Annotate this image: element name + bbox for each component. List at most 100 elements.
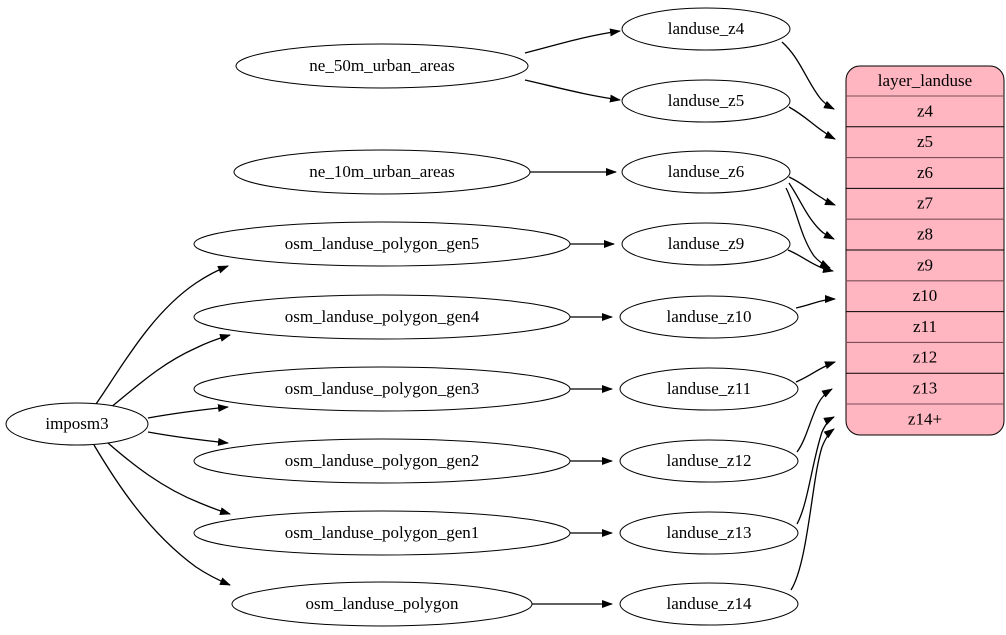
- layer-table-cell-z9: z9: [917, 255, 933, 274]
- edge-ne50-lz4: [524, 28, 621, 54]
- layer-table-row-z6[interactable]: z6: [846, 157, 1004, 182]
- layer-table-row-z10[interactable]: z10: [846, 280, 1004, 305]
- layer-table-cell-z6: z6: [917, 163, 933, 182]
- layer-table-row-z14+[interactable]: z14+: [846, 403, 1004, 428]
- node-label-lz5: landuse_z5: [668, 91, 744, 110]
- node-lz9[interactable]: landuse_z9: [621, 222, 791, 266]
- node-ne50[interactable]: ne_50m_urban_areas: [235, 43, 529, 89]
- node-label-gen2: osm_landuse_polygon_gen2: [285, 451, 480, 470]
- edge-lz4-table: [781, 41, 835, 110]
- node-label-lz14: landuse_z14: [667, 594, 752, 613]
- node-shape-lz6[interactable]: [621, 150, 791, 194]
- node-shape-imposm3[interactable]: [5, 402, 149, 446]
- layer-table-row-z11[interactable]: z11: [846, 311, 1004, 336]
- layer-table-cell-z4: z4: [917, 101, 934, 120]
- node-gen3[interactable]: osm_landuse_polygon_gen3: [193, 366, 571, 412]
- node-shape-lz14[interactable]: [619, 582, 799, 626]
- node-label-gen3: osm_landuse_polygon_gen3: [285, 379, 480, 398]
- layer-table-cell-z11: z11: [913, 317, 937, 336]
- node-label-ne50: ne_50m_urban_areas: [309, 56, 454, 75]
- layer-table-cell-z14+: z14+: [908, 409, 942, 428]
- node-shape-gen5[interactable]: [193, 221, 571, 267]
- node-shape-gen4[interactable]: [193, 294, 571, 340]
- edge-imposm3-gen1: [107, 442, 231, 515]
- edge-lz13-table: [796, 416, 835, 525]
- edge-lz6-table8: [785, 187, 831, 269]
- node-lz14[interactable]: landuse_z14: [619, 582, 799, 626]
- node-shape-ne50[interactable]: [235, 43, 529, 89]
- layer-table-cell-z5: z5: [917, 132, 933, 151]
- node-lz5[interactable]: landuse_z5: [621, 79, 791, 123]
- node-label-lz13: landuse_z13: [667, 523, 752, 542]
- node-gen5[interactable]: osm_landuse_polygon_gen5: [193, 221, 571, 267]
- node-label-gen1: osm_landuse_polygon_gen1: [285, 523, 480, 542]
- layer-table-row-z5[interactable]: z5: [846, 126, 1004, 151]
- node-shape-lz13[interactable]: [619, 511, 799, 555]
- node-ne10[interactable]: ne_10m_urban_areas: [233, 149, 531, 195]
- node-shape-gen3[interactable]: [193, 366, 571, 412]
- layer-table-header: layer_landuse: [878, 71, 972, 90]
- node-lz4[interactable]: landuse_z4: [621, 7, 791, 51]
- node-label-imposm3: imposm3: [45, 414, 108, 433]
- layer-table-row-z4[interactable]: z4: [917, 101, 934, 120]
- edge-imposm3-poly: [93, 444, 231, 586]
- edge-imposm3-gen2: [147, 431, 229, 446]
- layer-table-cell-z7: z7: [917, 194, 934, 213]
- layer-table-row-z8[interactable]: z8: [846, 218, 1004, 244]
- node-shape-gen1[interactable]: [193, 510, 571, 556]
- node-shape-lz9[interactable]: [621, 222, 791, 266]
- edge-lz10-table: [795, 295, 836, 309]
- node-lz13[interactable]: landuse_z13: [619, 511, 799, 555]
- node-label-gen4: osm_landuse_polygon_gen4: [285, 307, 480, 326]
- node-gen2[interactable]: osm_landuse_polygon_gen2: [193, 438, 571, 484]
- nodes-group: imposm3 ne_50m_urban_areas ne_10m_urban_ar…: [5, 7, 799, 627]
- layer-table-row-z9[interactable]: z9: [846, 249, 1004, 274]
- node-lz6[interactable]: landuse_z6: [621, 150, 791, 194]
- node-shape-lz11[interactable]: [619, 367, 799, 411]
- node-lz10[interactable]: landuse_z10: [619, 295, 799, 339]
- node-shape-gen2[interactable]: [193, 438, 571, 484]
- node-shape-ne10[interactable]: [233, 149, 531, 195]
- node-label-lz9: landuse_z9: [668, 234, 744, 253]
- node-label-lz10: landuse_z10: [667, 307, 752, 326]
- node-shape-lz12[interactable]: [619, 439, 799, 483]
- edge-lz14-table: [790, 428, 835, 591]
- edge-lz5-table: [788, 106, 836, 140]
- node-lz11[interactable]: landuse_z11: [619, 367, 799, 411]
- node-label-lz6: landuse_z6: [668, 162, 744, 181]
- edge-imposm3-gen5: [95, 265, 229, 405]
- layer-table-row-z12[interactable]: z12: [846, 341, 1004, 367]
- node-label-lz12: landuse_z12: [667, 451, 752, 470]
- edge-imposm3-gen3: [147, 404, 229, 419]
- node-shape-lz4[interactable]: [621, 7, 791, 51]
- node-shape-lz5[interactable]: [621, 79, 791, 123]
- layer-table-cell-z8: z8: [917, 225, 933, 244]
- node-poly[interactable]: osm_landuse_polygon: [231, 581, 533, 627]
- node-label-ne10: ne_10m_urban_areas: [309, 162, 454, 181]
- edge-lz12-table: [796, 388, 833, 453]
- node-label-gen5: osm_landuse_polygon_gen5: [285, 234, 480, 253]
- node-label-lz4: landuse_z4: [668, 19, 745, 38]
- edge-ne50-lz5: [524, 79, 621, 103]
- layer-table-cell-z12: z12: [913, 348, 938, 367]
- edges-group: [93, 28, 836, 608]
- layer-table-group: layer_landuse z4 z5 z6 z7 z8 z9 z10 z11 z12 z13 z14…: [845, 65, 1005, 436]
- edge-lz6-table7: [788, 182, 835, 240]
- layer-table-row-z13[interactable]: z13: [846, 372, 1004, 398]
- node-gen4[interactable]: osm_landuse_polygon_gen4: [193, 294, 571, 340]
- node-shape-poly[interactable]: [231, 581, 533, 627]
- layer-table-cell-z13: z13: [913, 379, 938, 398]
- node-imposm3[interactable]: imposm3: [5, 402, 149, 446]
- layer-table-cell-z10: z10: [913, 286, 938, 305]
- node-shape-lz10[interactable]: [619, 295, 799, 339]
- node-label-lz11: landuse_z11: [667, 379, 751, 398]
- node-label-poly: osm_landuse_polygon: [306, 594, 459, 613]
- edge-imposm3-gen4: [109, 334, 231, 409]
- edge-lz9-table: [787, 249, 834, 273]
- edge-lz6-table: [788, 176, 836, 206]
- node-gen1[interactable]: osm_landuse_polygon_gen1: [193, 510, 571, 556]
- node-lz12[interactable]: landuse_z12: [619, 439, 799, 483]
- layer-table-row-z7[interactable]: z7: [846, 187, 1004, 213]
